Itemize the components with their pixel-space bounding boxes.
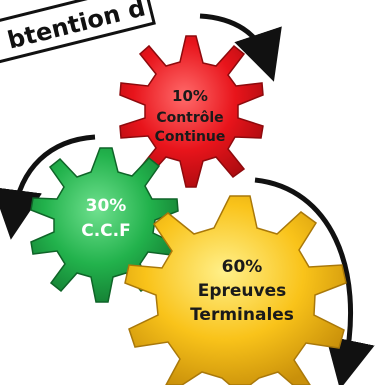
gear-yellow-line1: Epreuves bbox=[198, 281, 287, 301]
gear-green-shape bbox=[30, 147, 179, 303]
gear-yellow: 60% Epreuves Terminales bbox=[124, 195, 347, 385]
banner: btention d bbox=[0, 0, 156, 64]
gear-red-line1: Contrôle bbox=[156, 110, 223, 126]
gear-red-percent: 10% bbox=[172, 87, 208, 105]
arrow-right bbox=[254, 177, 375, 385]
gear-red-shape bbox=[119, 35, 264, 188]
gear-green: 30% C.C.F bbox=[30, 147, 179, 303]
gear-green-percent: 30% bbox=[86, 196, 127, 216]
gear-yellow-shape bbox=[124, 195, 347, 385]
gear-red-line2: Continue bbox=[155, 129, 226, 145]
gear-red: 10% Contrôle Continue bbox=[119, 35, 264, 188]
arrow-top bbox=[199, 13, 282, 82]
gear-yellow-line2: Terminales bbox=[190, 305, 294, 325]
gear-yellow-percent: 60% bbox=[222, 257, 263, 277]
arrow-left bbox=[0, 134, 96, 240]
gear-green-line1: C.C.F bbox=[81, 221, 130, 241]
